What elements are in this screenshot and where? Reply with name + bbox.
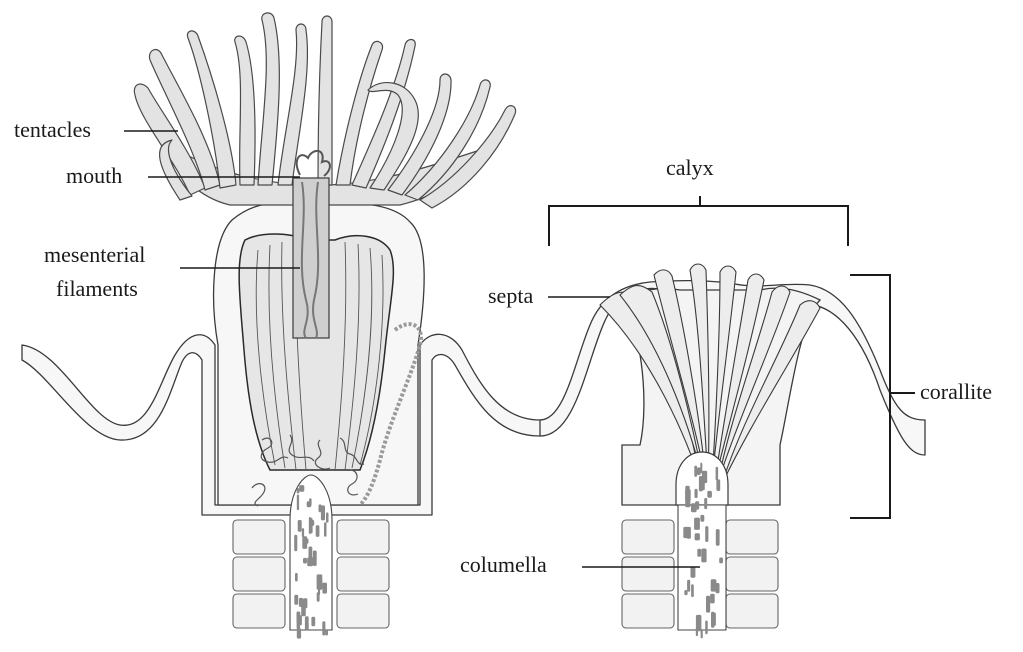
columella-fragment xyxy=(691,584,694,597)
columella-fragment xyxy=(694,518,700,530)
columella-fragment xyxy=(705,526,708,542)
columella-fragment xyxy=(716,529,720,546)
columella-fragment xyxy=(294,535,297,552)
columella-fragment xyxy=(685,486,689,496)
columella-fragment xyxy=(322,621,325,635)
columella-fragment xyxy=(316,525,320,537)
label-mesenterial-line2: filaments xyxy=(56,276,138,301)
columella-fragment xyxy=(321,505,325,520)
calyx-bracket xyxy=(549,196,848,246)
label-mesenterial-line1: mesenterial xyxy=(44,242,145,267)
columella-fragment xyxy=(310,518,313,534)
tentacle xyxy=(258,13,279,185)
columella-fragment xyxy=(700,463,702,474)
columella-fragment xyxy=(697,467,701,475)
columella-fragment xyxy=(313,551,317,567)
columella-fragment xyxy=(298,520,302,532)
label-calyx: calyx xyxy=(666,155,714,180)
pharynx xyxy=(293,178,329,338)
columella-fragment xyxy=(687,527,691,539)
label-columella: columella xyxy=(460,552,547,577)
columella-fragment xyxy=(298,615,302,625)
columella-fragment xyxy=(311,617,315,627)
label-calyx-group: calyx xyxy=(549,155,848,246)
columella-fragment xyxy=(297,628,301,638)
columella-fragment xyxy=(326,512,329,522)
columella-fragment xyxy=(322,583,327,594)
columella-fragment xyxy=(299,485,304,492)
columella-fragment xyxy=(707,491,712,498)
columella-fragment xyxy=(295,573,298,582)
columella-fragment xyxy=(297,495,299,511)
tentacle xyxy=(278,24,307,185)
columella-fragment xyxy=(294,595,298,605)
columella-fragment xyxy=(325,630,328,636)
columella-fragment xyxy=(695,489,698,498)
columella-fragment xyxy=(307,501,312,507)
columella-fragment xyxy=(302,536,307,549)
columella-fragment xyxy=(318,588,320,595)
label-septa-group: septa xyxy=(488,283,610,308)
columella-fragment xyxy=(719,558,723,564)
label-mouth: mouth xyxy=(66,163,122,188)
columella-fragment xyxy=(700,515,704,522)
label-corallite-group: corallite xyxy=(850,275,992,518)
columella-fragment xyxy=(691,503,697,512)
columella-fragment xyxy=(711,612,715,628)
label-corallite: corallite xyxy=(920,379,992,404)
columella-fragment xyxy=(685,497,690,507)
columella-fragment xyxy=(706,596,710,613)
tentacle xyxy=(318,16,332,185)
columella-fragment xyxy=(697,549,701,557)
columella-fragment xyxy=(704,498,707,509)
columella-fragment xyxy=(309,547,313,562)
columella-fragment xyxy=(711,579,717,591)
label-tentacles: tentacles xyxy=(14,117,91,142)
columella-fragment xyxy=(317,574,323,589)
columella-fragment xyxy=(710,594,715,604)
columella-fragment xyxy=(301,601,306,616)
columella-fragment xyxy=(305,616,309,630)
columella-fragment xyxy=(687,580,690,592)
columella-fragment xyxy=(303,558,307,564)
tentacle xyxy=(235,36,255,185)
columella-fragment xyxy=(297,488,300,493)
columella-fragment xyxy=(684,590,687,595)
columella-fragment xyxy=(324,522,327,537)
columella-fragment xyxy=(705,621,708,635)
columella-fragment xyxy=(716,467,719,481)
columella-fragment xyxy=(695,533,700,540)
columella-fragment xyxy=(302,528,304,537)
columella-fragment xyxy=(691,567,696,578)
corallite-skeleton xyxy=(540,264,925,505)
columella-fragment xyxy=(716,479,720,491)
columella-fragment xyxy=(701,549,706,563)
columella-fragment xyxy=(701,477,705,490)
label-septa: septa xyxy=(488,283,533,308)
columella-fragment xyxy=(696,627,698,636)
columella-fragment xyxy=(694,466,697,477)
